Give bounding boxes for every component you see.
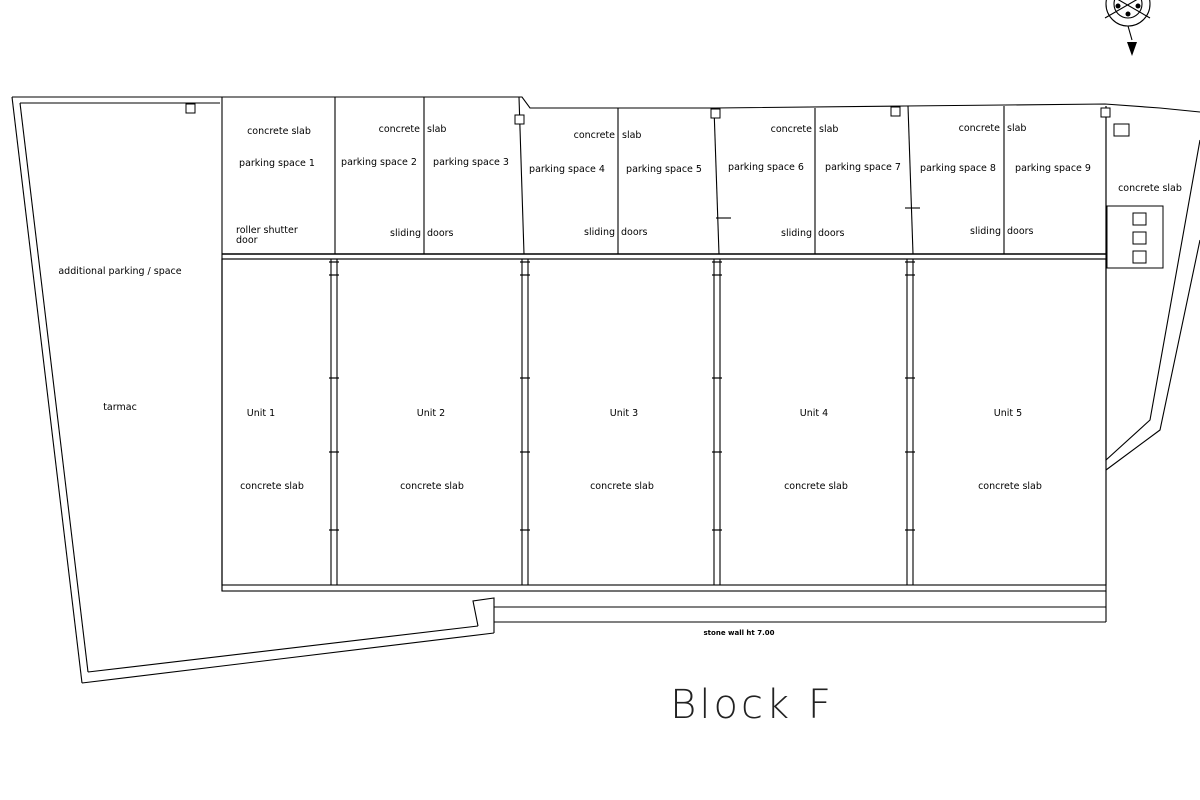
slab-label: concrete	[771, 124, 813, 135]
parking-space-label: parking space 6	[728, 162, 804, 173]
units-block	[221, 258, 1107, 592]
unit-floor: concrete slab	[400, 481, 464, 492]
unit-labels: Unit 1 concrete slab Unit 2 concrete sla…	[240, 408, 1042, 492]
slab-label: concrete slab	[247, 126, 311, 137]
parking-space-label: parking space 1	[239, 158, 315, 169]
door-label: sliding	[584, 227, 615, 238]
markers	[185, 103, 1164, 269]
door-labels: roller shutter door sliding doors slidin…	[236, 225, 1034, 246]
slab-label: concrete	[574, 130, 616, 141]
slab-label: slab	[622, 130, 641, 141]
door-label: roller shutter	[236, 225, 298, 236]
parking-space-label: parking space 7	[825, 162, 901, 173]
right-slab-label: concrete slab	[1118, 183, 1182, 194]
additional-parking-label: additional parking / space	[58, 266, 181, 277]
unit-name: Unit 2	[417, 408, 445, 419]
parking-space-label: parking space 8	[920, 163, 996, 174]
column-ticks	[329, 261, 915, 531]
slab-label: slab	[819, 124, 838, 135]
slab-label: slab	[427, 124, 446, 135]
door-label: doors	[621, 227, 648, 238]
door-label: sliding	[781, 228, 812, 239]
parking-space-label: parking space 3	[433, 157, 509, 168]
unit-name: Unit 1	[247, 408, 275, 419]
parking-space-label: parking space 4	[529, 164, 605, 175]
party-wall	[330, 259, 914, 585]
parking-space-label: parking space 9	[1015, 163, 1091, 174]
unit-floor: concrete slab	[240, 481, 304, 492]
unit-floor: concrete slab	[978, 481, 1042, 492]
door-label: sliding	[970, 226, 1001, 237]
tarmac-label: tarmac	[103, 402, 137, 413]
door-label: sliding	[390, 228, 421, 239]
compass-icon	[1104, 0, 1151, 56]
door-label: doors	[1007, 226, 1034, 237]
slab-label: concrete	[379, 124, 421, 135]
door-label: doors	[427, 228, 454, 239]
door-label: doors	[818, 228, 845, 239]
site-boundary	[11, 96, 1200, 684]
door-label: door	[236, 235, 258, 246]
parking-space-labels: parking space 1 parking space 2 parking …	[239, 157, 1091, 175]
unit-name: Unit 3	[610, 408, 638, 419]
unit-name: Unit 4	[800, 408, 828, 419]
slab-label: slab	[1007, 123, 1026, 134]
unit-floor: concrete slab	[784, 481, 848, 492]
unit-floor: concrete slab	[590, 481, 654, 492]
unit-name: Unit 5	[994, 408, 1022, 419]
parking-space-label: parking space 5	[626, 164, 702, 175]
block-title: Block F	[670, 682, 834, 728]
slab-label: concrete	[959, 123, 1001, 134]
front-slab-labels: concrete slab concrete slab concrete sla…	[247, 123, 1026, 141]
parking-space-label: parking space 2	[341, 157, 417, 168]
stone-wall-label: stone wall ht 7.00	[704, 629, 775, 637]
